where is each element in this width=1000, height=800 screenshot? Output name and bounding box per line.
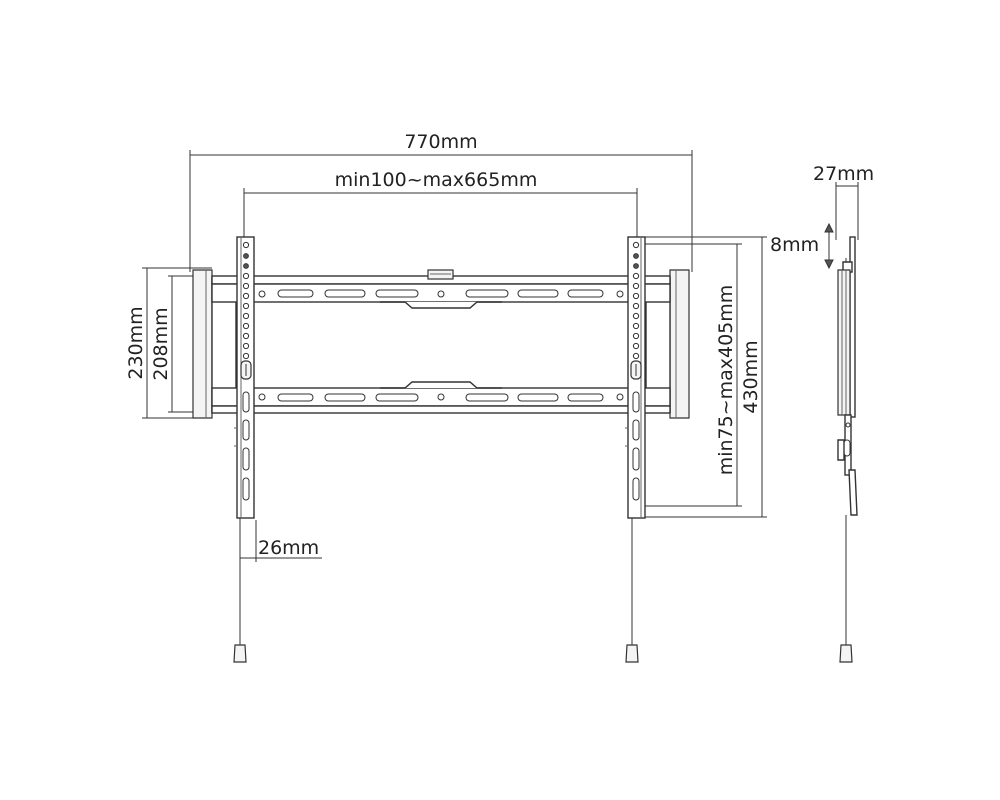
outer-height-dimension: 230mm: [125, 267, 212, 419]
left-vertical-arm: [233, 236, 255, 663]
vesa-horizontal-dimension: min100~max665mm: [243, 169, 638, 240]
mount-front-view: [192, 236, 690, 663]
arm-width-label: 26mm: [258, 537, 319, 559]
arm-height-label: 430mm: [740, 340, 762, 413]
vesa-horizontal-label: min100~max665mm: [335, 169, 538, 191]
arm-height-dimension: 430mm: [640, 236, 767, 518]
overall-width-label: 770mm: [404, 131, 477, 153]
overall-width-dimension: 770mm: [189, 131, 693, 272]
vesa-vertical-dimension: min75~max405mm: [640, 243, 742, 507]
tilt-label: 8mm: [770, 234, 819, 256]
profile-depth-label: 27mm: [813, 163, 874, 185]
rail-slots: [258, 289, 624, 402]
right-vertical-arm: [625, 236, 646, 663]
left-end-bracket: [192, 269, 237, 419]
right-end-bracket: [645, 269, 690, 419]
arm-width-dimension: 26mm: [239, 520, 322, 562]
outer-height-label: 230mm: [125, 306, 147, 379]
mount-side-view: [837, 236, 858, 663]
tilt-dimension: 8mm: [770, 222, 834, 270]
vesa-vertical-label: min75~max405mm: [715, 285, 737, 476]
inner-height-label: 208mm: [150, 307, 172, 380]
profile-depth-dimension: 27mm: [813, 163, 874, 240]
top-rail: [211, 269, 671, 309]
